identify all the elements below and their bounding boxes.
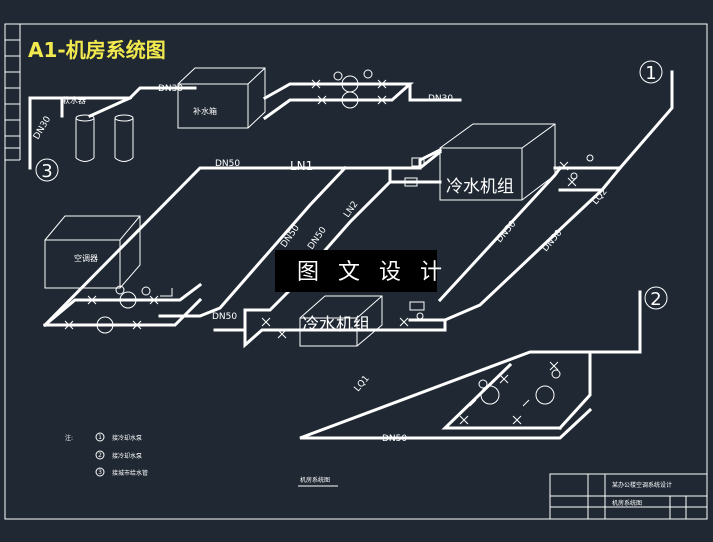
svg-text:软水器: 软水器 (62, 95, 86, 105)
pump-group-ac (64, 285, 173, 334)
valve-group-chiller-top (404, 154, 594, 187)
pump-group-top (311, 69, 387, 109)
label-lq1: LQ1 (353, 374, 372, 394)
drawing-caption: 机房系统图 (300, 476, 330, 484)
water-softener: 软水器 (62, 95, 134, 162)
watermark-text: 图 文 设 计 (297, 260, 448, 285)
svg-text:注:: 注: (65, 434, 73, 442)
title-block-drawing-name: 机房系统图 (612, 499, 642, 507)
label-dn50-right-a: DN50 (495, 219, 519, 245)
label-ln2: LN2 (342, 200, 360, 220)
label-dn50-bottom: DN50 (382, 434, 407, 444)
svg-text:3: 3 (41, 161, 52, 182)
svg-text:冷水机组: 冷水机组 (446, 177, 514, 197)
title-block: 某办公楼空调系统设计 机房系统图 (549, 473, 708, 520)
notes-block: 注: 1 接冷却水泵 2 接冷却水泵 3 接城市给水管 (65, 432, 148, 477)
label-dn50-top: DN50 (215, 159, 240, 169)
label-dn30-right: DN30 (428, 94, 453, 104)
chiller-unit-bottom: 冷水机组 (299, 295, 383, 347)
drawing-frame (4, 23, 708, 520)
chiller-unit-top: 冷水机组 (439, 123, 556, 201)
svg-text:接城市给水管: 接城市给水管 (112, 469, 148, 477)
watermark-box (275, 250, 437, 292)
pump-group-bottom (459, 361, 561, 425)
svg-text:冷水机组: 冷水机组 (302, 315, 370, 335)
valve-group-chiller-bottom (261, 301, 425, 339)
label-dn30-top: DN30 (158, 84, 183, 94)
label-ln1: LN1 (290, 159, 313, 173)
svg-text:1: 1 (98, 434, 102, 441)
svg-text:补水箱: 补水箱 (193, 106, 217, 116)
svg-text:空调器: 空调器 (74, 253, 98, 263)
left-margin-ticks (5, 39, 20, 161)
marker-2: 2 (644, 286, 668, 310)
svg-text:2: 2 (650, 289, 661, 310)
label-dn50-right-b: DN50 (541, 228, 565, 254)
svg-text:接冷却水泵: 接冷却水泵 (112, 434, 142, 442)
svg-text:接冷却水泵: 接冷却水泵 (112, 452, 142, 460)
svg-text:1: 1 (645, 63, 656, 84)
marker-3: 3 (35, 158, 59, 182)
svg-text:2: 2 (98, 452, 102, 459)
marker-1: 1 (639, 60, 663, 84)
title-block-project: 某办公楼空调系统设计 (612, 481, 672, 489)
ac-unit: 空调器 (44, 215, 141, 289)
label-dn50-left: DN50 (212, 312, 237, 322)
label-dn30-left: DN30 (32, 115, 53, 142)
svg-text:3: 3 (98, 469, 102, 476)
makeup-water-tank: 补水箱 (177, 67, 266, 129)
drawing-title: A1-机房系统图 (28, 38, 166, 62)
